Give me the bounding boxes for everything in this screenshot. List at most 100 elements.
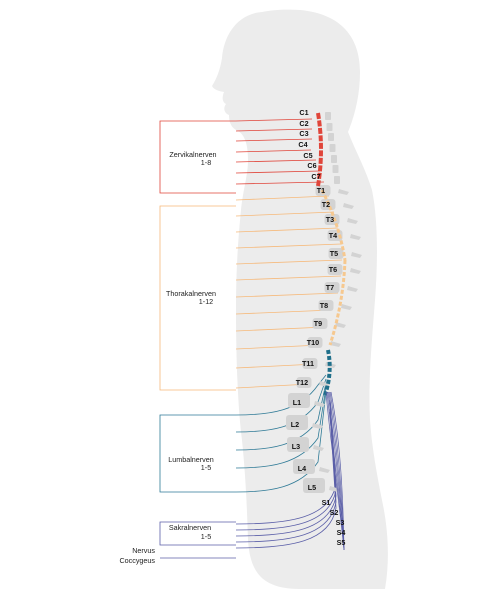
lumbar-range: 1-5 <box>201 463 211 472</box>
nerve-t3 <box>235 227 339 233</box>
group-brackets <box>159 120 236 559</box>
segment-label-l4: L4 <box>298 464 306 473</box>
vertebra-l4 <box>293 459 315 474</box>
coccygeal-label-line1: Nervus <box>132 546 155 555</box>
segment-label-t12: T12 <box>296 378 308 387</box>
cervical-process-2 <box>326 123 333 131</box>
nerve-t2 <box>235 211 335 217</box>
vertebra-t11 <box>302 358 318 369</box>
nerve-c3 <box>235 138 313 142</box>
spinous-process-l4 <box>319 467 330 473</box>
spinous-process-l3 <box>313 445 324 451</box>
segment-label-l2: L2 <box>291 420 299 429</box>
segment-label-t7: T7 <box>326 283 334 292</box>
segment-label-s2: S2 <box>330 508 339 517</box>
cervical-range: 1-8 <box>201 158 211 167</box>
segment-label-t9: T9 <box>314 319 322 328</box>
segment-label-c2: C2 <box>299 119 308 128</box>
sacral-range: 1-5 <box>201 532 211 541</box>
segment-label-c7: C7 <box>311 172 320 181</box>
segment-label-t4: T4 <box>329 231 337 240</box>
thoracic-label: Thorakalnerven <box>166 289 216 298</box>
vertebra-t3 <box>324 214 340 225</box>
segment-label-l3: L3 <box>292 442 300 451</box>
spinous-process-t6 <box>350 268 361 274</box>
nerve-l1 <box>235 374 327 416</box>
spinous-process-l2 <box>312 423 323 429</box>
spinous-process-t8 <box>341 304 352 310</box>
segment-label-s1: S1 <box>322 498 331 507</box>
vertebra-t12 <box>296 377 312 388</box>
nerve-t10 <box>235 344 322 350</box>
cauda-strand-6 <box>330 391 345 551</box>
cervical-process-7 <box>334 176 340 184</box>
nerve-t1 <box>235 195 330 201</box>
cord-lumbar <box>323 349 332 396</box>
vertebra-t5 <box>328 248 344 259</box>
segment-label-c3: C3 <box>299 129 308 138</box>
spinous-process-t9 <box>335 322 346 328</box>
vertebra-t10 <box>307 337 323 348</box>
cervical-process-3 <box>328 133 334 141</box>
nerve-t9 <box>235 326 327 332</box>
spinous-process-t1 <box>338 189 349 195</box>
vertebrae-layer <box>286 112 362 493</box>
vertebra-t7 <box>324 282 340 293</box>
spinous-process-t5 <box>351 252 362 258</box>
vertebra-t9 <box>312 318 328 329</box>
thoracic-range: 1-12 <box>199 297 213 306</box>
vertebra-l1 <box>288 393 310 408</box>
segment-label-t3: T3 <box>326 215 334 224</box>
segment-label-s3: S3 <box>336 518 345 527</box>
nerve-s4 <box>235 408 337 543</box>
cord-thoracic-upper <box>320 189 347 261</box>
nerve-t4 <box>235 243 342 249</box>
cervical-process-5 <box>331 155 337 163</box>
segment-label-t6: T6 <box>329 265 337 274</box>
nerve-l4 <box>235 386 327 469</box>
body-silhouette <box>212 9 388 589</box>
thoracic-bracket <box>159 205 236 391</box>
cervical-bracket <box>159 120 236 194</box>
vertebra-l2 <box>286 415 308 430</box>
spinous-process-l1 <box>314 401 325 407</box>
nerve-c7 <box>235 181 325 185</box>
nerve-c5 <box>235 159 317 163</box>
segment-label-t11: T11 <box>302 359 314 368</box>
segment-labels-layer: C1C2C3C4C5C6C7T1T2T3T4T5T6T7T8T9T10T11T1… <box>291 108 346 547</box>
spinous-process-t10 <box>330 341 341 347</box>
segment-label-t8: T8 <box>320 301 328 310</box>
coccygeal-label-line2: Coccygeus <box>119 556 155 565</box>
spinous-process-t3 <box>347 218 358 224</box>
segment-label-l1: L1 <box>293 398 301 407</box>
segment-label-t10: T10 <box>307 338 319 347</box>
segment-label-t2: T2 <box>322 200 330 209</box>
vertebra-t8 <box>318 300 334 311</box>
segment-label-s4: S4 <box>337 528 346 537</box>
segment-label-s5: S5 <box>337 538 346 547</box>
cord-thoracic-lower <box>328 259 347 346</box>
spinal-cord-layer <box>316 112 347 551</box>
segment-label-t5: T5 <box>330 249 338 258</box>
cervical-process-4 <box>329 144 336 152</box>
sacral-label: Sakralnerven <box>169 523 211 532</box>
nerve-c2 <box>235 128 313 132</box>
lumbar-bracket <box>159 414 236 493</box>
nerve-t6 <box>235 275 342 281</box>
lumbar-label: Lumbalnerven <box>168 455 214 464</box>
spinous-process-t12 <box>319 381 330 387</box>
segment-label-c1: C1 <box>299 108 308 117</box>
vertebra-l5 <box>303 478 325 493</box>
nerve-c4 <box>235 149 312 153</box>
nerve-t8 <box>235 309 333 315</box>
segment-label-l5: L5 <box>308 483 316 492</box>
segment-label-c4: C4 <box>298 140 307 149</box>
vertebra-t6 <box>327 264 343 275</box>
nerve-l5 <box>235 390 327 493</box>
spinous-process-t7 <box>347 286 358 292</box>
cervical-process-6 <box>332 165 339 173</box>
nerve-s5 <box>235 411 337 549</box>
nerve-c1 <box>235 118 313 122</box>
cervical-process-1 <box>325 112 331 120</box>
